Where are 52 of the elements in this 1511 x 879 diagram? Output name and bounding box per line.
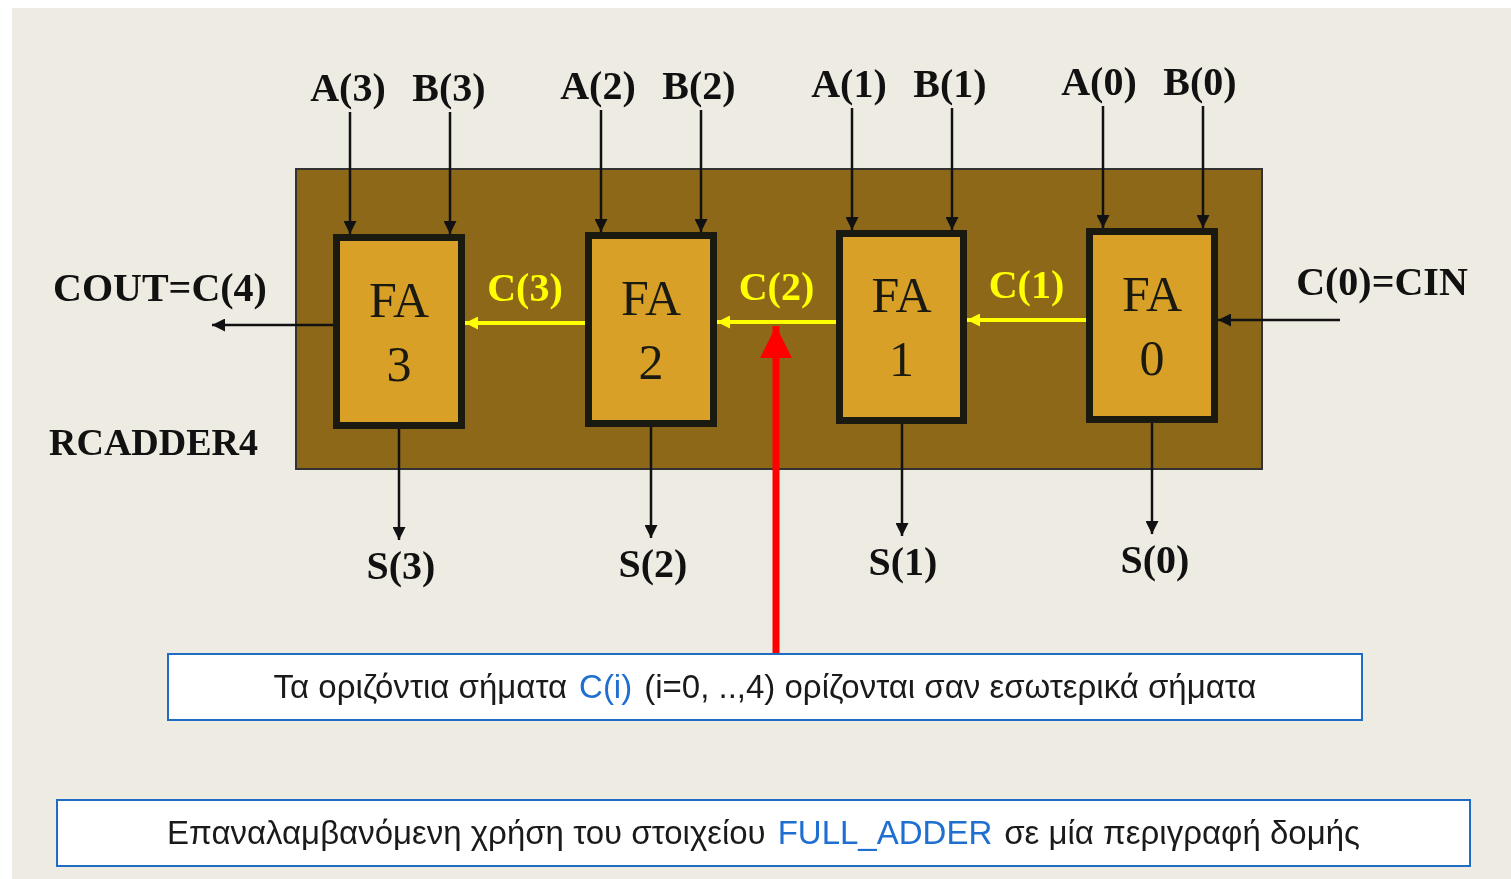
signal-label: S(1) — [860, 536, 946, 586]
signal-arrow — [1218, 313, 1340, 327]
note-text: Τα οριζόντια σήματα — [273, 668, 568, 706]
signal-arrow — [895, 424, 909, 536]
signal-label: A(2) — [555, 60, 641, 110]
note-text: Επαναλαμβανόμενη χρήση του στοιχείου — [167, 814, 766, 852]
signal-arrow — [694, 110, 708, 232]
edge-label: C(1) — [988, 260, 1065, 308]
carry-arrow — [717, 315, 836, 329]
signal-label: A(1) — [806, 58, 892, 108]
signal-label: C(0)=CIN — [1282, 256, 1482, 306]
block-label: FA 1 — [871, 266, 932, 389]
signal-label: COUT=C(4) — [36, 262, 284, 312]
full-adder-block — [333, 234, 465, 429]
block-title: RCADDER4 — [49, 420, 258, 464]
carry-arrow — [465, 316, 585, 330]
leader-arrow — [760, 326, 792, 653]
full-adder-block — [836, 230, 967, 424]
edge-label: C(2) — [738, 262, 815, 310]
block-label: FA 2 — [621, 268, 681, 392]
signal-label: B(1) — [906, 58, 994, 108]
full-adder-block — [585, 232, 717, 427]
note-text: FULL_ADDER — [777, 814, 993, 852]
signal-arrow — [845, 108, 859, 230]
signal-arrow — [212, 318, 333, 332]
signal-label: S(3) — [358, 540, 444, 590]
signal-label: A(0) — [1056, 56, 1142, 106]
signal-arrow — [594, 110, 608, 232]
signal-arrow — [443, 112, 457, 234]
block-label: FA 3 — [369, 270, 429, 394]
signal-label: A(3) — [305, 62, 391, 112]
signal-arrow — [945, 108, 959, 230]
signal-label: S(2) — [610, 538, 696, 588]
note-box — [167, 653, 1363, 721]
signal-arrow — [1145, 423, 1159, 534]
signal-arrow — [392, 429, 406, 540]
block-label: FA 0 — [1122, 264, 1182, 388]
full-adder-block — [1086, 228, 1218, 423]
signal-arrow — [1196, 106, 1210, 228]
signal-label: B(3) — [405, 62, 493, 112]
signal-arrow — [343, 112, 357, 234]
signal-label: S(0) — [1112, 534, 1198, 584]
signal-arrow — [1096, 106, 1110, 228]
note-text: C(i) — [579, 668, 633, 706]
note-text: σε μία περιγραφή δομής — [1004, 814, 1360, 852]
note-text: (i=0, ..,4) ορίζονται σαν εσωτερικά σήματα — [644, 668, 1257, 706]
note-box — [56, 799, 1471, 867]
signal-arrow — [644, 427, 658, 538]
carry-arrow — [967, 313, 1086, 327]
edge-label: C(3) — [487, 263, 563, 311]
signal-label: B(0) — [1156, 56, 1244, 106]
signal-label: B(2) — [655, 60, 743, 110]
